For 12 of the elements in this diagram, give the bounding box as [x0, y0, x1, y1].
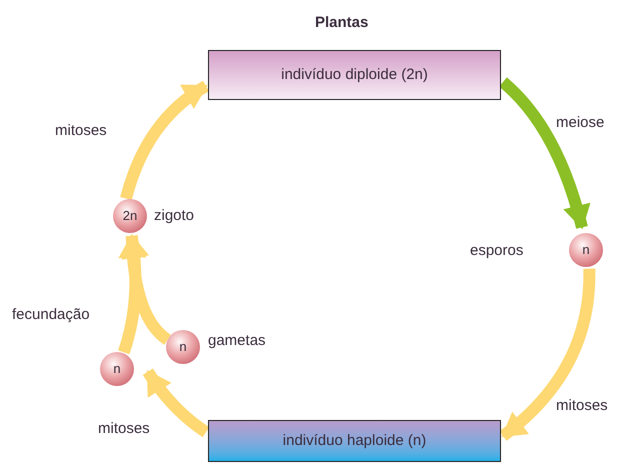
arrow	[120, 80, 210, 200]
arrow	[142, 368, 210, 438]
arrow	[118, 234, 172, 345]
arrow	[499, 268, 596, 441]
node-caption: gametas	[208, 331, 266, 351]
arrow	[499, 78, 590, 230]
node-caption: zigoto	[154, 206, 194, 226]
arrow	[118, 234, 149, 354]
diagram-title: Plantas	[315, 13, 368, 33]
stage-box: indivíduo diploide (2n)	[208, 50, 501, 100]
stage-box: indivíduo haploide (n)	[208, 420, 501, 462]
node-caption: esporos	[470, 241, 524, 261]
